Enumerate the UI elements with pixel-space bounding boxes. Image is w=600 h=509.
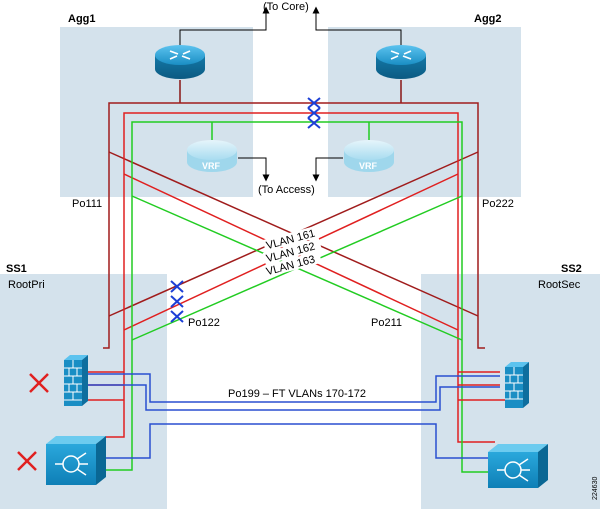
ss1-role-label: RootPri: [8, 279, 45, 291]
router-icon: [376, 45, 426, 79]
po199-ft-links: [84, 373, 500, 459]
vrf-router-icon: VRF: [187, 140, 237, 172]
failed-node-icon: [17, 451, 37, 471]
blocked-port-icon: [170, 295, 184, 308]
failed-node-icon: [29, 373, 49, 393]
vrf-router-icon: VRF: [344, 140, 394, 172]
vrf-left-label: VRF: [202, 161, 221, 171]
vrf-right: VRF: [344, 140, 394, 172]
vrf-right-label: VRF: [359, 161, 378, 171]
ss1-firewall: [64, 355, 88, 406]
arrow-icon: [312, 157, 343, 182]
po122-label: Po122: [188, 317, 220, 329]
ss2-firewall: [505, 362, 529, 408]
arrow-icon: [312, 6, 402, 45]
blocked-port-icon: [170, 310, 184, 323]
load-balancer-icon: [46, 436, 106, 485]
arrow-icon: [238, 157, 270, 182]
to-core-arrows: [179, 6, 402, 45]
router-icon: [155, 45, 205, 79]
to-access-arrows: [238, 157, 343, 182]
arrow-icon: [179, 6, 270, 45]
blocked-port-icon: [307, 107, 321, 119]
firewall-icon: [64, 355, 88, 406]
ss2-role-label: RootSec: [538, 279, 581, 291]
blocked-ports-top: [307, 97, 321, 129]
vlan-labels: VLAN 161 VLAN 162 VLAN 163: [262, 225, 322, 278]
agg2-router: [376, 45, 426, 79]
vrf-connectors: [211, 122, 370, 140]
blocked-ports-po122: [170, 280, 184, 323]
blocked-port-icon: [307, 117, 321, 129]
firewall-icon: [505, 362, 529, 408]
ss2-load-balancer: [488, 444, 548, 488]
to-access-label: (To Access): [258, 184, 315, 196]
vrf-left: VRF: [187, 140, 237, 172]
po211-label: Po211: [371, 317, 402, 329]
ss2-label: SS2: [561, 263, 582, 275]
po111-label: Po111: [72, 198, 102, 210]
figure-id: 224630: [592, 477, 599, 500]
to-core-label: (To Core): [263, 1, 309, 13]
blocked-port-icon: [307, 97, 321, 109]
ss1-load-balancer: [46, 436, 106, 485]
blocked-port-icon: [170, 280, 184, 293]
agg1-label: Agg1: [68, 13, 96, 25]
load-balancer-icon: [488, 444, 548, 488]
po222-label: Po222: [482, 198, 514, 210]
agg1-router: [155, 45, 205, 79]
po199-label: Po199 – FT VLANs 170-172: [228, 388, 366, 400]
ss1-label: SS1: [6, 263, 27, 275]
agg2-label: Agg2: [474, 13, 502, 25]
